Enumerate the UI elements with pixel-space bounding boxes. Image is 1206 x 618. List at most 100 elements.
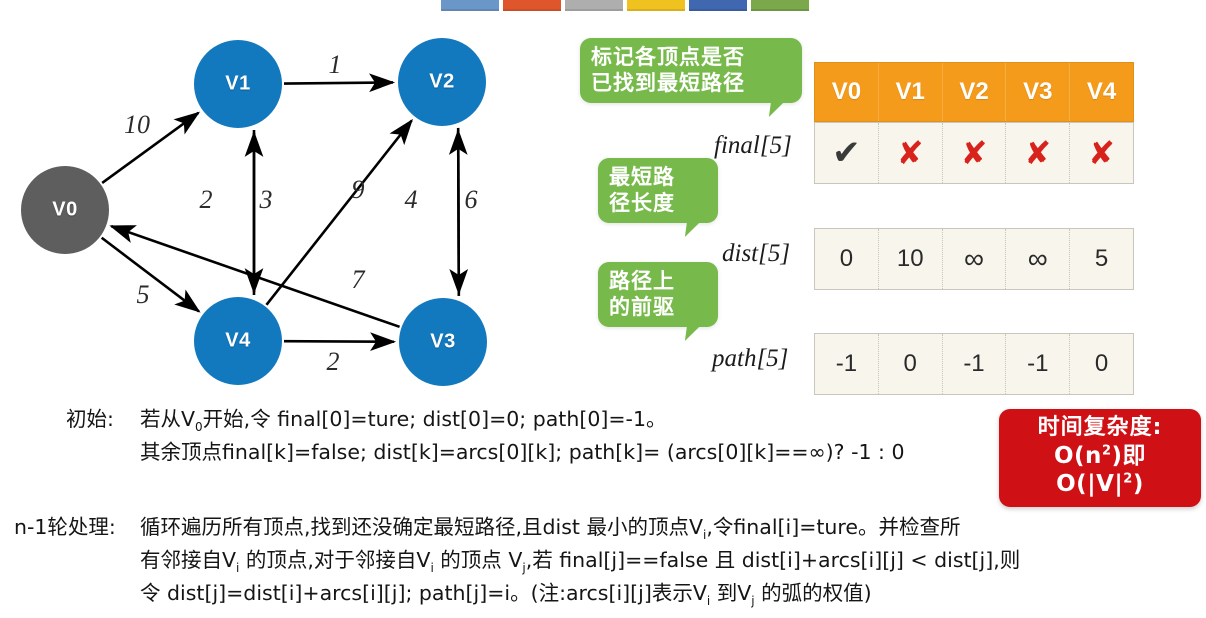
init-line-1: 若从V0开始,令 final[0]=ture; dist[0]=0; path[…: [140, 405, 667, 436]
rounds-label: n-1轮处理:: [14, 515, 116, 539]
path-cell-4[interactable]: 0: [1094, 350, 1109, 377]
callout-tail: [684, 325, 702, 342]
rounds-line-2-c: 的顶点 V: [433, 548, 523, 572]
vertex-header-cell-1[interactable]: V1: [879, 63, 943, 121]
rounds-line-3-sub-2: j: [751, 594, 755, 609]
graph-node-label-v2: V2: [429, 70, 455, 93]
init-label: 初始:: [66, 407, 114, 431]
dist-cell-3[interactable]: ∞: [1006, 229, 1071, 289]
graph-edge-v0-v1: [101, 111, 201, 184]
path-array-label: path[5]: [712, 345, 789, 372]
edge-weight-v4-v2: 9: [351, 175, 365, 204]
color-swatch-5: [751, 0, 809, 11]
final-cell-1[interactable]: ✘: [879, 123, 943, 183]
rounds-line-2-sub-1: i: [236, 561, 240, 576]
callout-line: 标记各顶点是否: [591, 45, 745, 69]
rounds-line-2-d: ,若 final[j]==false 且 dist[i]+arcs[i][j] …: [525, 548, 1021, 572]
graph-edge-v3-v2: [448, 128, 468, 296]
graph-edge-v4-v3: [283, 332, 397, 352]
rounds-line-2-sub-3: j: [522, 561, 526, 576]
callout-line: 路径上: [609, 269, 675, 293]
init-line-1-post: 开始,令 final[0]=ture; dist[0]=0; path[0]=-…: [202, 407, 667, 431]
path-cell-1[interactable]: 0: [879, 334, 943, 394]
final-cell-2[interactable]: ✘: [943, 123, 1007, 183]
dist-cell-1[interactable]: 10: [879, 229, 943, 289]
rounds-line-2: 有邻接自Vi 的顶点,对于邻接自Vi 的顶点 Vj,若 final[j]==fa…: [140, 546, 1020, 577]
final-array-label: final[5]: [714, 132, 792, 159]
graph-edge-v0-v4: [100, 236, 201, 313]
complexity-mid: )即O(|V|: [1056, 442, 1146, 498]
final-cell-4[interactable]: ✘: [1088, 135, 1115, 171]
color-swatch-0: [441, 0, 499, 11]
complexity-end: ): [1132, 471, 1144, 498]
graph-edge-v3-v0: [109, 224, 401, 329]
dist-array-label: dist[5]: [722, 240, 791, 267]
dist-cell-4[interactable]: 5: [1094, 245, 1109, 272]
rounds-line-3-sub-1: i: [706, 594, 711, 609]
graph-node-label-v4: V4: [225, 329, 251, 352]
graph-node-v2[interactable]: [398, 38, 486, 126]
rounds-line-2-sub-2: i: [430, 561, 434, 576]
init-line-1-sub: 0: [195, 420, 203, 435]
edge-weight-v1-v2: 1: [328, 50, 342, 79]
rounds-line-3: 令 dist[j]=dist[i]+arcs[i][j]; path[j]=i。…: [140, 579, 872, 610]
init-line-2: 其余顶点final[k]=false; dist[k]=arcs[0][k]; …: [140, 440, 905, 464]
color-swatch-1: [503, 0, 561, 11]
path-cell-3[interactable]: -1: [1006, 334, 1071, 394]
rounds-line-2-b: 的顶点,对于邻接自V: [239, 548, 431, 572]
color-swatch-2: [565, 0, 623, 11]
path-cell-0[interactable]: -1: [815, 334, 879, 394]
callout-tail: [768, 101, 786, 118]
graph-node-label-v1: V1: [225, 72, 251, 95]
callout-tail: [684, 221, 702, 238]
final-cell-3[interactable]: ✘: [1006, 123, 1071, 183]
path-cell-2[interactable]: -1: [943, 334, 1007, 394]
graph-edge-v1-v2: [283, 73, 396, 93]
vertex-header-cell-3[interactable]: V3: [1006, 63, 1071, 121]
dist-cell-0[interactable]: 0: [815, 229, 879, 289]
rounds-line-1: 循环遍历所有顶点,找到还没确定最短路径,且dist 最小的顶点Vi,令final…: [140, 513, 961, 544]
edge-weight-v1-v4: 2: [199, 185, 213, 214]
graph-node-label-v0: V0: [52, 198, 78, 221]
callout-line: 的前驱: [609, 294, 675, 319]
rounds-line-3-b: 到V: [710, 581, 752, 605]
vertex-header-cell-0[interactable]: V0: [815, 63, 879, 121]
graph-node-label-v3: V3: [430, 330, 456, 353]
edge-weight-v4-v3: 2: [326, 347, 340, 376]
complexity-pre: O(n: [1053, 442, 1102, 469]
complexity-sup-1: 2: [1101, 442, 1112, 458]
rounds-line-1-b: ,令final[i]=ture。并检查所: [706, 515, 961, 539]
rounds-line-1-a: 循环遍历所有顶点,找到还没确定最短路径,且dist 最小的顶点V: [140, 515, 703, 539]
vertex-header-cell-4[interactable]: V4: [1086, 78, 1117, 105]
edge-weight-v4-v1: 3: [259, 185, 273, 214]
init-line-1-pre: 若从V: [140, 407, 196, 431]
rounds-line-3-c: 的弧的权值): [754, 581, 872, 605]
top-color-strip: [441, 0, 809, 11]
graph-node-v0[interactable]: [21, 166, 109, 254]
color-swatch-4: [689, 0, 747, 11]
time-complexity-badge: 时间复杂度: O(n2)即O(|V|2): [999, 409, 1201, 507]
final-row[interactable]: ✔✘✘✘✘: [814, 122, 1134, 184]
edge-weight-v0-v1: 10: [124, 110, 150, 139]
edge-weight-v0-v4: 5: [136, 280, 150, 309]
complexity-value: O(n2)即O(|V|2): [1011, 442, 1189, 500]
graph-edges-svg: [21, 38, 487, 386]
graph-node-v4[interactable]: [194, 297, 282, 385]
graph-node-v3[interactable]: [399, 298, 487, 386]
complexity-title: 时间复杂度:: [1037, 415, 1163, 440]
edge-weight-v2-v3: 4: [404, 185, 418, 214]
rounds-line-2-a: 有邻接自V: [140, 548, 237, 572]
complexity-sup-2: 2: [1123, 471, 1133, 487]
edge-weight-v3-v2: 6: [464, 185, 478, 214]
rounds-line-1-sub: i: [703, 528, 707, 543]
rounds-line-3-a: 令 dist[j]=dist[i]+arcs[i][j]; path[j]=i。…: [140, 581, 707, 605]
vertex-header-cell-2[interactable]: V2: [943, 63, 1007, 121]
dist-cell-2[interactable]: ∞: [943, 229, 1007, 289]
graph-node-v1[interactable]: [194, 40, 282, 128]
final-cell-0[interactable]: ✔: [815, 123, 879, 183]
